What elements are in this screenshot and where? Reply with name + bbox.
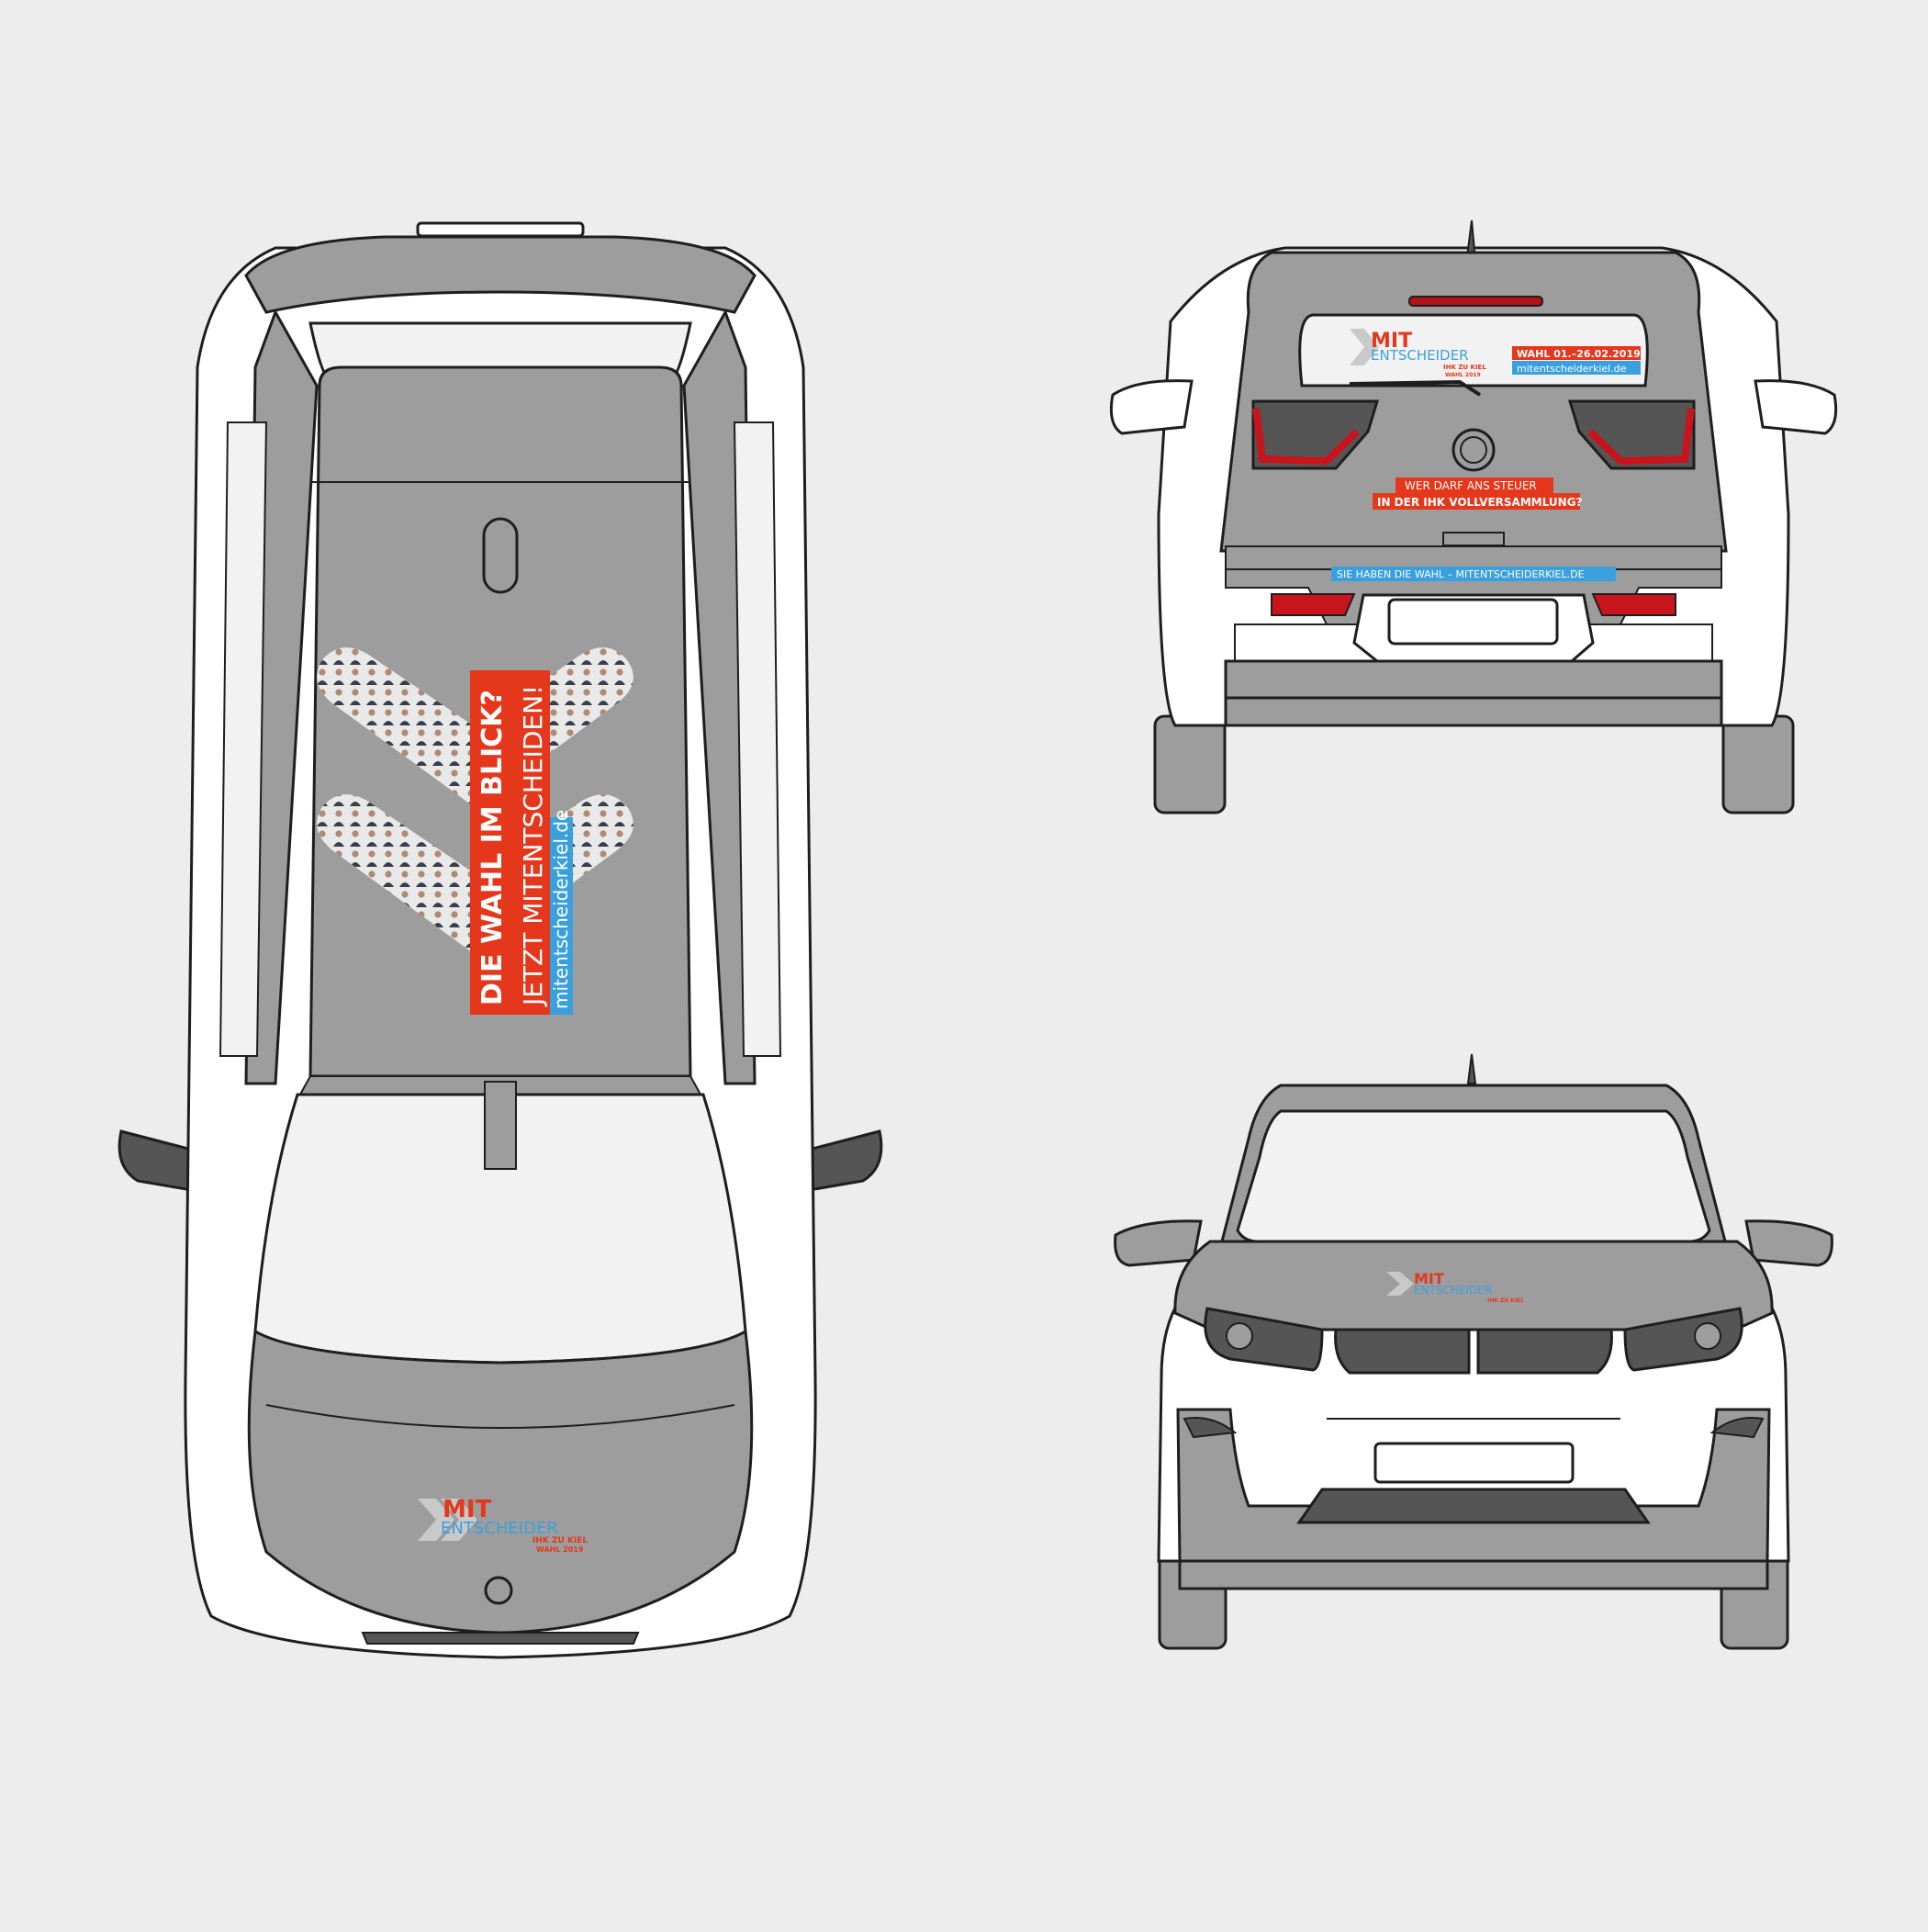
logo-ihk: IHK ZU KIEL [532,1536,588,1545]
front-right-fog-light [1709,1417,1765,1439]
right-side-glass-top [733,421,782,1057]
roof-url: mitentscheiderkiel.de [550,810,572,1009]
rear-window-date: WAHL 01.–26.02.2019 [1517,348,1641,360]
bumper-text: SIE HABEN DIE WAHL – MITENTSCHEIDERKIEL.… [1337,568,1585,580]
front-logo-mit: MIT [1414,1270,1444,1287]
rear-right-light-strip [1587,408,1695,466]
rear-right-wheel [1721,714,1795,814]
shark-fin-antenna-top [482,517,519,594]
rear-left-mirror [1109,379,1194,435]
roof-headline-2: JETZT MITENTSCHEIDEN! [518,685,548,1007]
roof-headline-1-band [470,670,511,1015]
rear-spoiler-top [244,235,757,314]
front-windshield [1236,1109,1711,1243]
rear-window-date-band [1512,346,1641,360]
hood-top [247,1329,754,1634]
logo-wahl: WAHL 2019 [536,1545,584,1554]
logo-chevron-icon [1350,329,1379,365]
rear-logo-entscheider: ENTSCHEIDER [1371,347,1469,364]
rear-left-tail-light [1251,399,1380,470]
hood-emblem-top [484,1576,513,1605]
rear-diffuser [1224,659,1723,700]
tailgate-handle [1442,532,1505,546]
rear-license-plate [1387,598,1559,646]
roof-headline-2-band [511,670,550,1015]
front-lower-intake [1296,1488,1651,1524]
logo-chevron-icon [441,1499,477,1541]
front-logo-ihk: IHK ZU KIEL [1487,1297,1524,1304]
rear-window-logo: MIT ENTSCHEIDER IHK ZU KIEL WAHL 2019 [1350,329,1486,378]
front-right-grille [1476,1328,1613,1375]
front-antenna [1466,1053,1477,1084]
logo-chevron-icon [418,1499,454,1541]
top-view: DIE WAHL IM BLICK? JETZT MITENTSCHEIDEN!… [118,221,883,1659]
tailgate-line-2: IN DER IHK VOLLVERSAMMLUNG? [1377,496,1583,509]
rear-high-brake-light [1408,296,1543,307]
roof-url-band [550,817,573,1015]
front-right-mirror [1744,1219,1833,1267]
logo-chevron-icon [1386,1272,1414,1296]
left-side-glass-top [219,421,268,1057]
logo-entscheider: ENTSCHEIDER [441,1519,558,1538]
front-left-fog-light [1183,1417,1238,1439]
rear-right-mirror [1754,379,1838,435]
front-license-plate [1373,1442,1575,1484]
rear-window-url-band [1512,361,1641,375]
front-left-mirror [1114,1219,1203,1267]
hood-logo: MIT ENTSCHEIDER IHK ZU KIEL WAHL 2019 [418,1496,588,1554]
tailgate-line-1: WER DARF ANS STEUER [1405,479,1537,492]
rear-logo-wahl: WAHL 2019 [1445,372,1481,378]
brake-light-top [416,221,585,238]
rear-right-tail-light [1567,399,1696,470]
front-grille-top [361,1632,640,1645]
front-left-grille [1334,1328,1471,1375]
bumper-text-band [1331,567,1616,581]
roof-headline-1: DIE WAHL IM BLICK? [476,690,509,1005]
rear-right-reflector [1591,593,1676,616]
rear-left-reflector [1271,593,1356,616]
tailgate-line-1-band [1396,477,1553,493]
mirror-mount-top [484,1081,517,1170]
rear-view: MIT ENTSCHEIDER IHK ZU KIEL WAHL 2019 WA… [1109,219,1838,814]
logo-mit: MIT [443,1496,492,1523]
rear-window-url: mitentscheiderkiel.de [1517,363,1627,375]
front-hood-logo: MIT ENTSCHEIDER IHK ZU KIEL [1386,1270,1524,1304]
rear-logo-mit: MIT [1371,330,1412,353]
rear-emblem [1452,428,1496,472]
front-view: MIT ENTSCHEIDER IHK ZU KIEL [1114,1053,1833,1650]
rear-left-light-strip [1252,408,1360,466]
rear-left-wheel [1153,714,1227,814]
tailgate-line-2-band [1373,493,1580,510]
rear-logo-ihk: IHK ZU KIEL [1443,364,1486,371]
roof-slogan: DIE WAHL IM BLICK? JETZT MITENTSCHEIDEN!… [470,670,573,1015]
rear-wiper [1349,379,1482,397]
front-logo-entscheider: ENTSCHEIDER [1414,1284,1492,1297]
